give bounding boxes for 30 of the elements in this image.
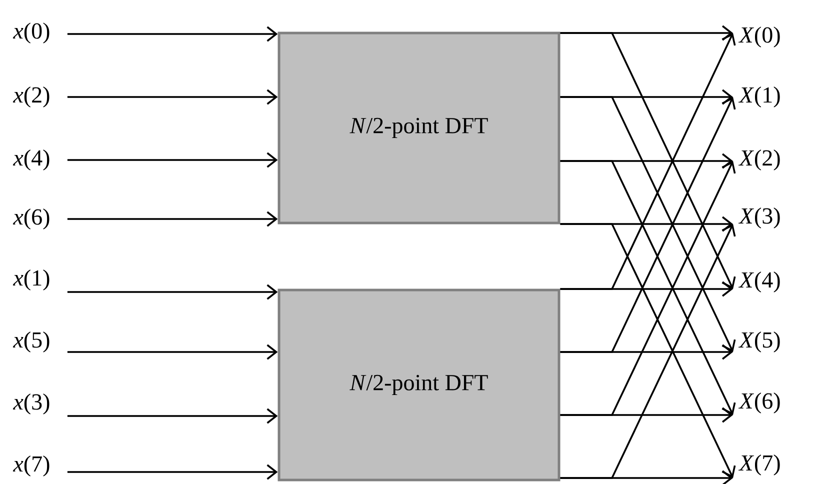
output-label: X(5) [738,332,780,352]
output-label: X(1) [738,86,780,108]
output-label: X(7) [738,454,780,476]
output-label: X(6) [738,392,780,414]
output-label: X(0) [738,26,780,48]
arrow [67,89,278,105]
input-label: x(5) [12,332,50,352]
arrow [560,470,733,484]
arrow [67,152,278,168]
input-label: x(2) [12,86,50,108]
arrow [560,281,733,297]
arrow [67,408,278,424]
dft-box: N/2-point DFT [278,32,560,224]
output-label: X(2) [738,150,780,170]
input-label: x(7) [12,456,50,476]
arrow [67,211,278,227]
arrow [67,284,278,300]
arrow [560,344,733,360]
output-label: X(3) [738,208,780,228]
output-label: X(4) [738,272,780,292]
arrow [67,26,278,42]
input-label: x(3) [12,394,50,414]
input-label: x(0) [12,22,50,44]
dft-box: N/2-point DFT [278,288,560,482]
arrow [67,344,278,360]
input-label: x(1) [12,270,50,290]
arrow [67,464,278,480]
arrow [560,407,733,423]
input-label: x(6) [12,208,50,230]
input-label: x(4) [12,150,50,170]
